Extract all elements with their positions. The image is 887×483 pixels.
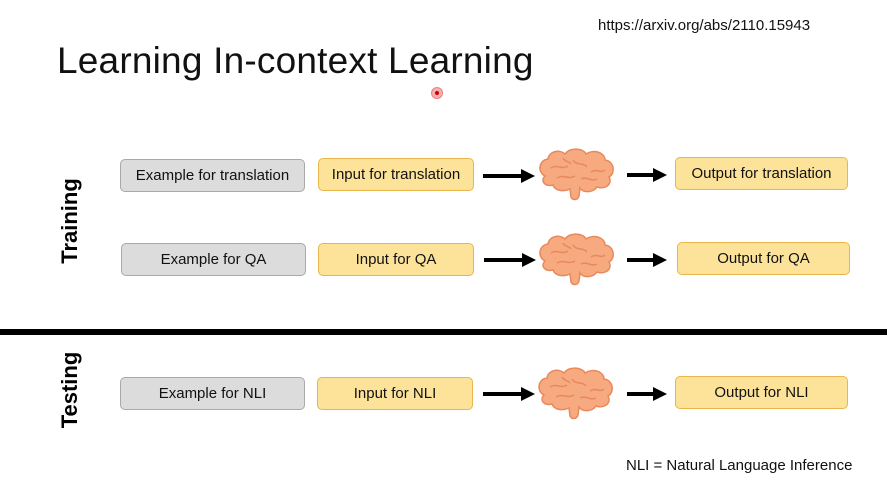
arrow-icon [627, 168, 667, 182]
input-box-translation: Input for translation [318, 158, 474, 191]
footnote: NLI = Natural Language Inference [626, 457, 853, 474]
slide-title: Learning In-context Learning [57, 40, 534, 81]
laser-pointer-icon [432, 88, 442, 98]
output-box-qa: Output for QA [677, 242, 850, 275]
output-box-nli: Output for NLI [675, 376, 848, 409]
arrow-icon [627, 253, 667, 267]
brain-icon [539, 148, 614, 201]
testing-label: Testing [57, 351, 82, 429]
arrow-icon [483, 169, 535, 183]
arrow-icon [483, 387, 535, 401]
example-box-translation: Example for translation [120, 159, 305, 192]
example-box-nli: Example for NLI [120, 377, 305, 410]
paper-url[interactable]: https://arxiv.org/abs/2110.15943 [598, 17, 811, 34]
output-box-translation: Output for translation [675, 157, 848, 190]
brain-icon [538, 367, 613, 420]
training-label: Training [57, 178, 82, 264]
input-box-qa: Input for QA [318, 243, 474, 276]
arrow-icon [627, 387, 667, 401]
brain-icon [539, 233, 614, 286]
section-divider [0, 329, 887, 335]
arrow-icon [484, 253, 536, 267]
input-box-nli: Input for NLI [317, 377, 473, 410]
example-box-qa: Example for QA [121, 243, 306, 276]
